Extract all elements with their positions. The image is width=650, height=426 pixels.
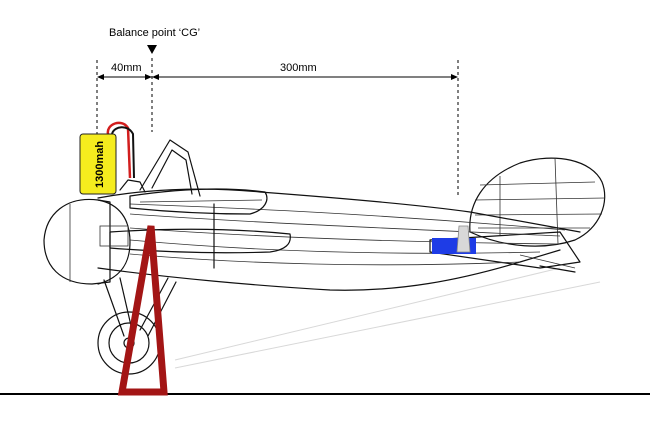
battery-pack xyxy=(79,133,117,195)
dim-label-40mm: 40mm xyxy=(111,62,142,74)
engine-cowling xyxy=(43,198,111,285)
fuselage xyxy=(97,188,581,233)
battery-label: 1300mah xyxy=(94,141,106,188)
balance-stand xyxy=(117,225,168,396)
lower-wing xyxy=(109,228,291,254)
dim-arrow-300mm xyxy=(152,74,458,80)
upper-wing xyxy=(129,188,268,215)
control-horn xyxy=(456,225,471,253)
dim-label-300mm: 300mm xyxy=(280,62,317,74)
ground-shadow xyxy=(174,267,601,369)
rudder xyxy=(469,157,606,247)
dim-arrow-40mm xyxy=(97,74,152,80)
biplane-drawing xyxy=(43,139,606,375)
cg-label: Balance point ‘CG’ xyxy=(109,27,200,39)
cg-marker-triangle xyxy=(147,45,157,54)
